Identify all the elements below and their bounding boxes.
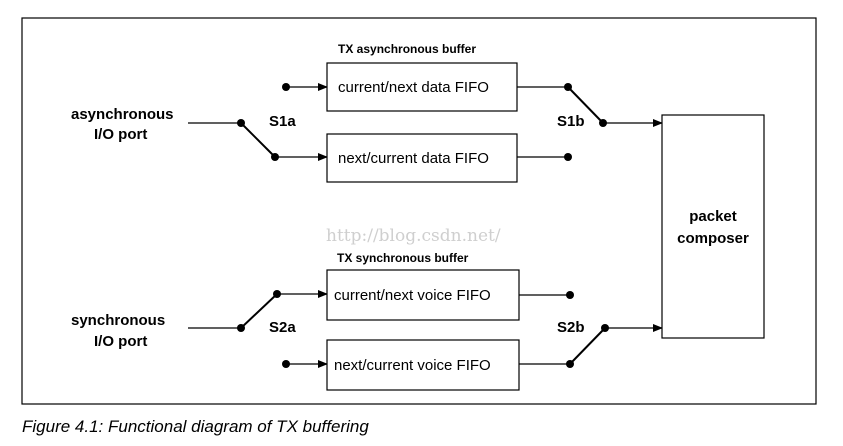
switch-s2b-label: S2b [557,319,585,336]
sync-port-label-line1: synchronous [71,312,165,329]
s2b-switch-arm [569,327,606,365]
async-port-label-line2: I/O port [94,126,147,143]
switch-s1b-label: S1b [557,113,585,130]
sync-buffer-title: TX synchronous buffer [337,251,469,265]
sync-top-output-dot [566,291,574,299]
async-buffer-title: TX asynchronous buffer [338,42,476,56]
fifo-sync-top-box [326,269,520,321]
switch-s2a-label: S2a [269,319,296,336]
fifo-async-top-label: current/next data FIFO [338,79,489,96]
sync-port-label-line2: I/O port [94,333,147,350]
fifo-async-bottom-label: next/current data FIFO [338,150,489,167]
packet-composer-box [661,114,765,339]
switch-s1a-label: S1a [269,113,296,130]
outer-frame [21,17,817,405]
packet-composer-label-line2: composer [677,230,749,247]
fifo-sync-bottom-box [326,339,520,391]
async-port-label-line1: asynchronous [71,106,174,123]
fifo-sync-bottom-label: next/current voice FIFO [334,357,491,374]
fifo-async-bottom-box [326,133,518,183]
async-bottom-output-dot [564,153,572,161]
packet-composer-label-line1: packet [689,208,737,225]
s1b-switch-arm [567,86,604,124]
figure-caption: Figure 4.1: Functional diagram of TX buf… [22,417,369,436]
fifo-sync-top-label: current/next voice FIFO [334,287,491,304]
watermark: http://blog.csdn.net/ [326,226,501,246]
s2a-switch-arm [240,293,278,329]
s1a-switch-arm [240,122,276,158]
